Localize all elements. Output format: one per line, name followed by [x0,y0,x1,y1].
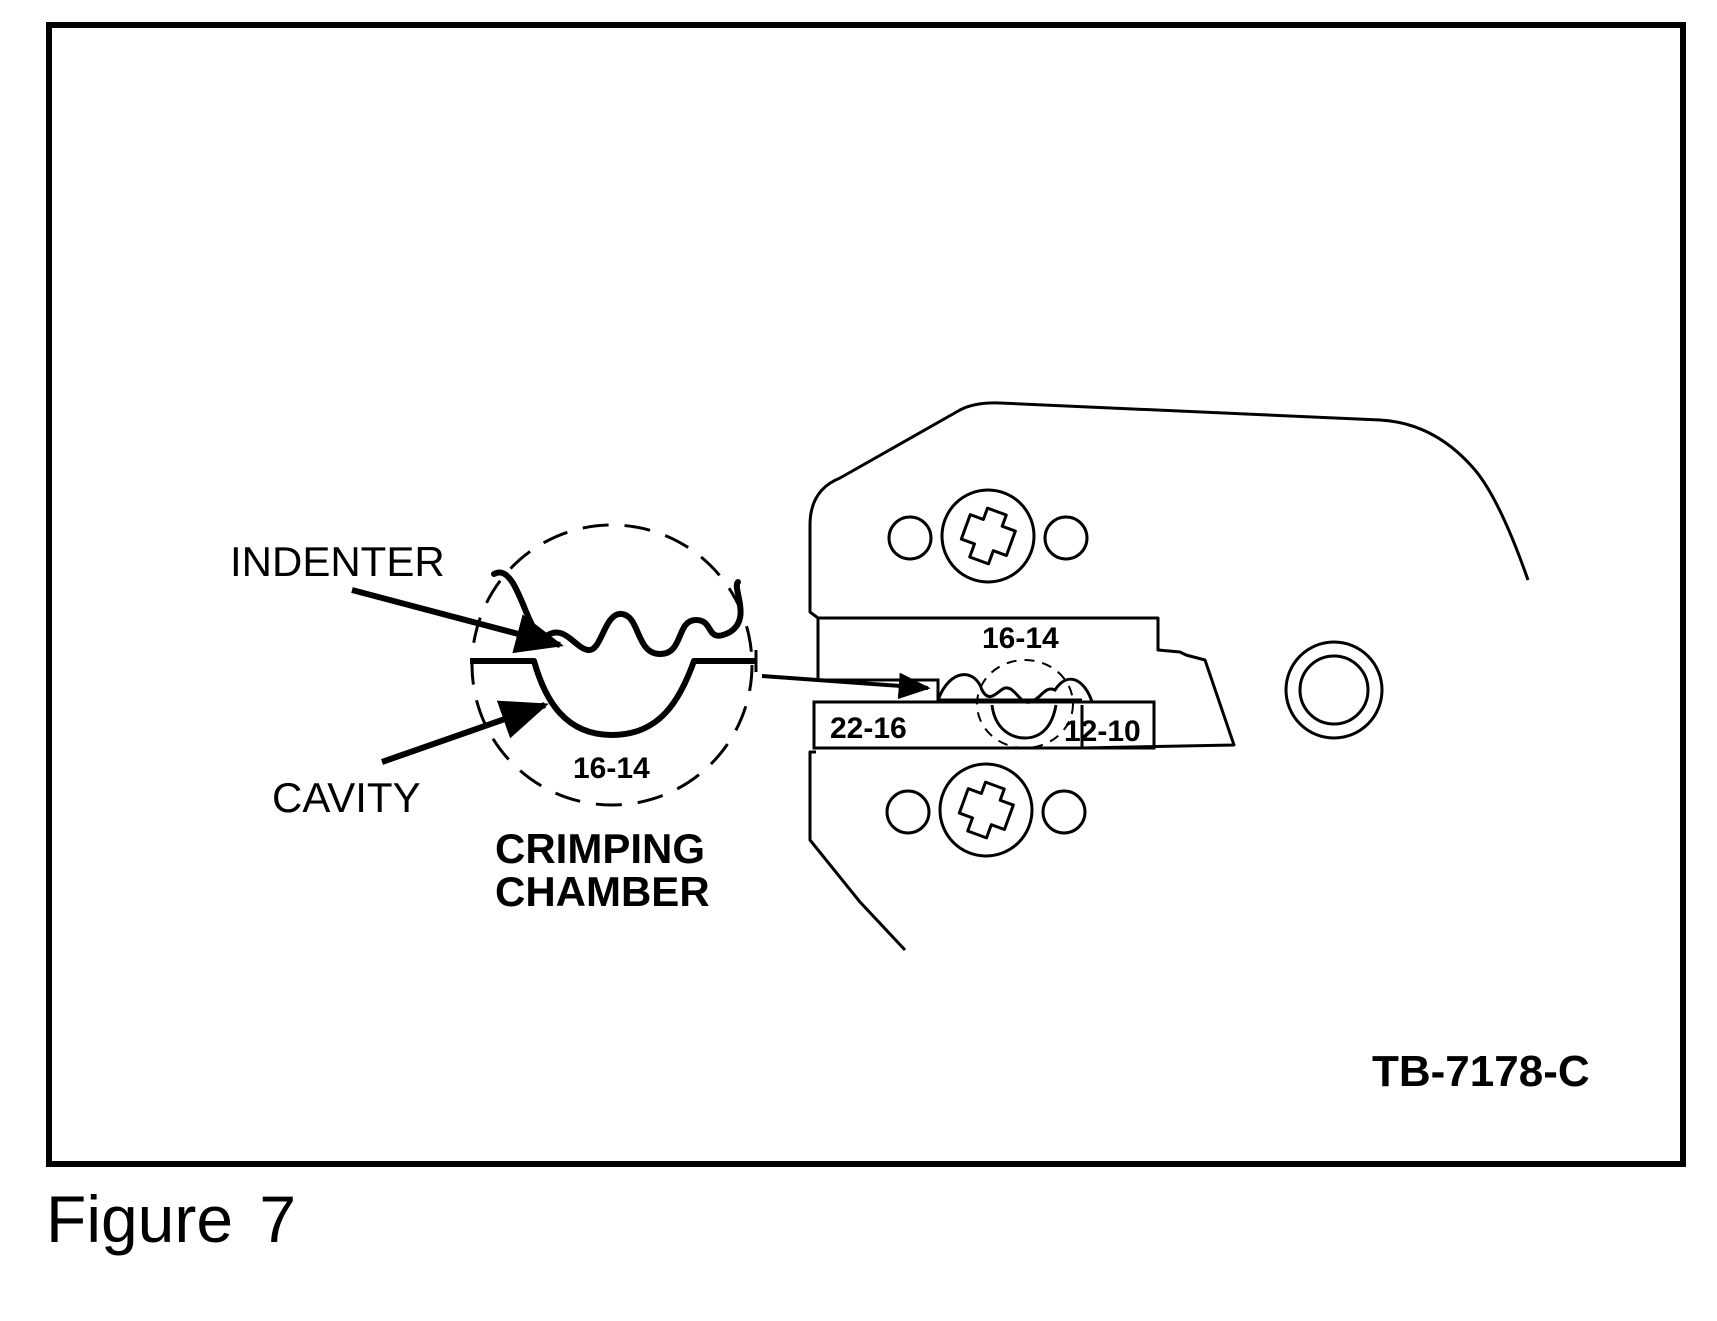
upper-left-hole [887,515,933,561]
upper-right-hole [1043,515,1089,561]
indenter-profile [491,569,744,657]
detail-wire-size-label: 16-14 [573,752,650,785]
tool-top-wire-size-label: 16-14 [982,622,1059,655]
tool-detail-circle [976,659,1074,749]
figure-caption: Figure 7 [46,1182,297,1256]
figure-frame [46,22,1686,1167]
phillips-screw-icon [940,488,1036,584]
tool-left-wire-size-label: 22-16 [830,712,907,745]
lower-jaw-outline [808,750,907,952]
crimp-tool-head: 16-14 22-16 12-10 [808,401,1530,952]
drawing-number: TB-7178-C [1372,1047,1590,1096]
indenter-label: INDENTER [230,538,445,585]
tool-right-wire-size-label: 12-10 [1064,715,1141,748]
lower-right-hole [1041,789,1087,835]
upper-die-bottom-edge [816,618,1082,702]
phillips-screw-icon [938,762,1034,858]
tool-die-profile [936,673,1094,704]
crimping-chamber-detail: INDENTER CAVITY 16-14 CRIMPING CHAMBER [230,523,931,915]
lower-left-hole [885,789,931,835]
pivot-bolt-icon [1284,640,1384,740]
lower-die-block [812,700,1156,750]
tool-cavity-profile [990,704,1058,740]
upper-jaw-outline [808,401,1530,620]
cavity-profile [470,658,756,738]
cavity-label: CAVITY [272,774,421,821]
detail-to-tool-arrow [761,672,931,700]
crimping-chamber-label-line2: CHAMBER [495,868,710,915]
crimping-chamber-label-line1: CRIMPING [495,825,705,872]
cavity-pointer-arrow [381,700,549,765]
detail-circle [470,523,754,807]
indenter-pointer-arrow [351,587,564,654]
